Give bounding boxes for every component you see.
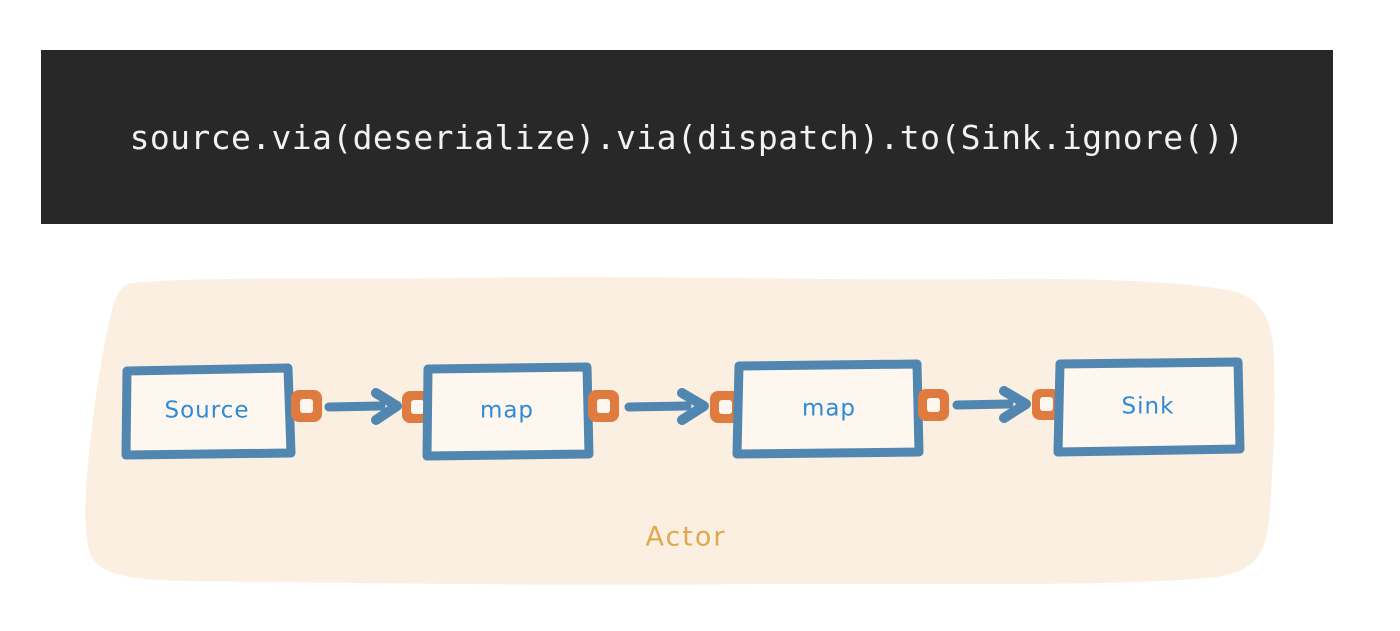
code-block: source.via(deserialize).via(dispatch).to… [41,50,1333,224]
arrow-shaft [952,399,1014,410]
node-map-1[interactable]: map [402,362,619,461]
node-map-2-port-in[interactable] [710,391,741,423]
code-snippet-text: source.via(deserialize).via(dispatch).to… [129,117,1245,157]
node-map-1-label: map [480,398,534,424]
port-hole [719,400,732,414]
actor-boundary-blob [85,277,1275,585]
node-source-label: Source [165,398,250,424]
arrow-head [677,388,709,425]
actor-label: Actor [645,522,726,553]
node-map-1-port-out[interactable] [588,390,619,422]
arrow-head [371,388,402,425]
arrow-map-2-to-sink [952,386,1031,423]
node-sink-port-in[interactable] [1032,389,1061,420]
node-sink-label: Sink [1122,394,1175,420]
node-map-1-box [422,362,594,461]
node-source[interactable]: Source [121,363,322,460]
node-sink[interactable]: Sink [1032,357,1245,457]
port-hole [300,399,313,413]
arrow-head [999,386,1031,423]
node-map-2-port-out[interactable] [918,389,949,421]
arrow-source-to-map-1 [324,388,402,425]
node-source-port-out[interactable] [291,390,322,422]
node-map-2-label: map [802,396,856,422]
node-source-box [121,363,296,460]
port-hole [927,398,940,412]
node-map-2-box [732,359,924,459]
node-map-2[interactable]: map [710,359,949,459]
arrow-map-1-to-map-2 [624,388,709,425]
port-hole [411,400,424,414]
arrow-shaft [624,401,692,412]
arrow-shaft [324,401,386,412]
pipeline-diagram: Source map [0,250,1400,610]
port-hole [1040,397,1053,411]
port-hole [597,399,610,413]
pipeline-diagram-canvas: Source map [85,277,1275,585]
node-sink-box [1053,357,1245,457]
